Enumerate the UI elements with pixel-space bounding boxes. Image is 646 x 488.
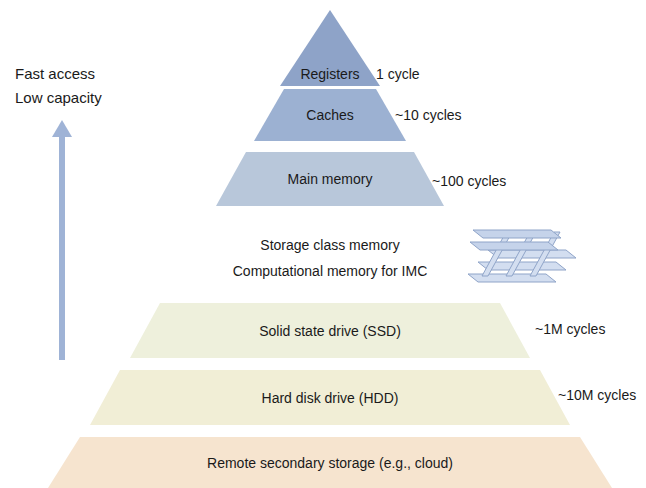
level-outline xyxy=(216,152,444,206)
hierarchy-level: Main memory xyxy=(216,152,444,206)
latency-label: ~10M cycles xyxy=(558,387,636,403)
level-outline xyxy=(130,303,530,358)
direction-arrow xyxy=(52,120,72,360)
hierarchy-level: Hard disk drive (HDD) xyxy=(90,370,570,425)
level-name: Hard disk drive (HDD) xyxy=(262,390,399,406)
axis-label: Fast access xyxy=(15,65,95,82)
level-name: Solid state drive (SSD) xyxy=(259,323,401,339)
hierarchy-level: Caches xyxy=(254,89,406,141)
axis-label: Low capacity xyxy=(15,89,102,106)
hierarchy-level: Remote secondary storage (e.g., cloud) xyxy=(48,437,612,488)
level-name: Main memory xyxy=(288,171,373,187)
level-outline xyxy=(254,89,406,141)
latency-label: 1 cycle xyxy=(376,66,420,82)
latency-label: ~1M cycles xyxy=(535,321,605,337)
hierarchy-level: Registers xyxy=(280,10,380,86)
level-name: Caches xyxy=(306,107,353,123)
latency-label: ~10 cycles xyxy=(395,107,462,123)
tier-label: Computational memory for IMC xyxy=(233,263,428,279)
level-outline xyxy=(48,437,612,488)
level-outline xyxy=(280,10,380,86)
level-outline xyxy=(90,370,570,425)
level-name: Registers xyxy=(300,66,359,82)
hierarchy-level: Solid state drive (SSD) xyxy=(130,303,530,358)
level-name: Remote secondary storage (e.g., cloud) xyxy=(207,455,453,471)
crossbar-array xyxy=(468,230,576,282)
tier-label: Storage class memory xyxy=(260,237,399,253)
latency-label: ~100 cycles xyxy=(432,173,506,189)
